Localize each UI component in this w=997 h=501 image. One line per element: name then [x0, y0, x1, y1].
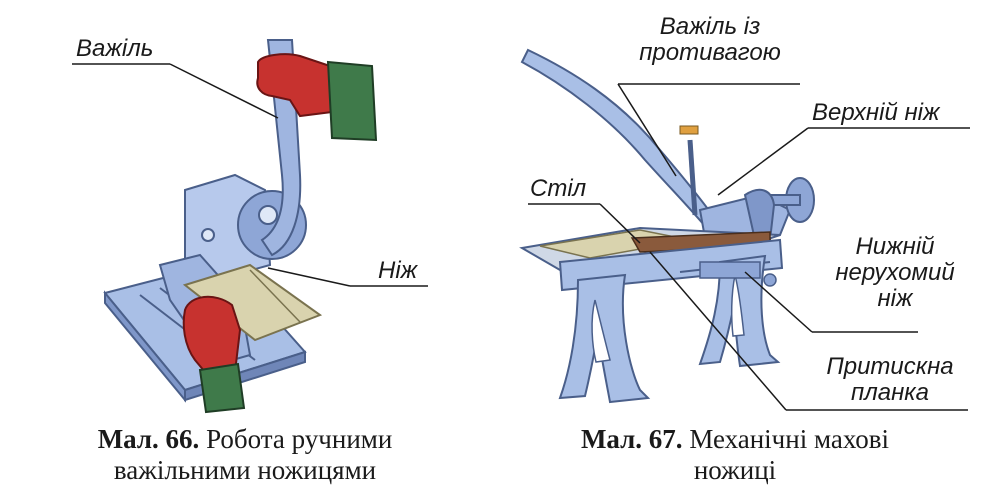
- label-upper-knife: Верхній ніж: [812, 99, 940, 126]
- caption-66-line1: Мал. 66. Робота ручними: [20, 424, 470, 455]
- label-clamp-line1: Притискна: [826, 353, 954, 380]
- upper-cuff: [326, 60, 378, 142]
- label-clamp-line2: планка: [851, 379, 929, 406]
- label-lower-knife-line1: Нижній: [855, 233, 935, 260]
- label-lower-knife-line3: ніж: [877, 285, 913, 312]
- upper-hand-glove: [256, 53, 334, 118]
- label-lever-counterweight-line2: противагою: [639, 39, 781, 66]
- caption-figure-66: Мал. 66. Робота ручними важільними ножиц…: [20, 424, 470, 486]
- label-clamp: Притискна планка: [810, 354, 970, 406]
- caption-66-number: Мал. 66.: [97, 424, 200, 454]
- caption-67-line2: ножиці: [693, 455, 777, 485]
- caption-67-text1: Механічні махові: [689, 424, 890, 454]
- caption-66-line2: важільними ножицями: [113, 455, 377, 485]
- leader-knife: [267, 267, 351, 287]
- label-lever: Важіль: [76, 35, 154, 62]
- label-lower-knife-line2: нерухомий: [835, 259, 955, 286]
- label-table: Стіл: [530, 175, 587, 202]
- label-lower-knife: Нижній нерухомий ніж: [820, 234, 970, 312]
- lower-cuff: [198, 362, 246, 414]
- label-lever-counterweight-line1: Важіль із: [659, 13, 761, 40]
- label-knife: Ніж: [378, 257, 418, 284]
- caption-66-text1: Робота ручними: [206, 424, 393, 454]
- caption-67-number: Мал. 67.: [580, 424, 683, 454]
- label-lever-counterweight: Важіль із противагою: [620, 14, 800, 66]
- caption-figure-67: Мал. 67. Механічні махові ножиці: [495, 424, 975, 486]
- caption-67-line1: Мал. 67. Механічні махові: [495, 424, 975, 455]
